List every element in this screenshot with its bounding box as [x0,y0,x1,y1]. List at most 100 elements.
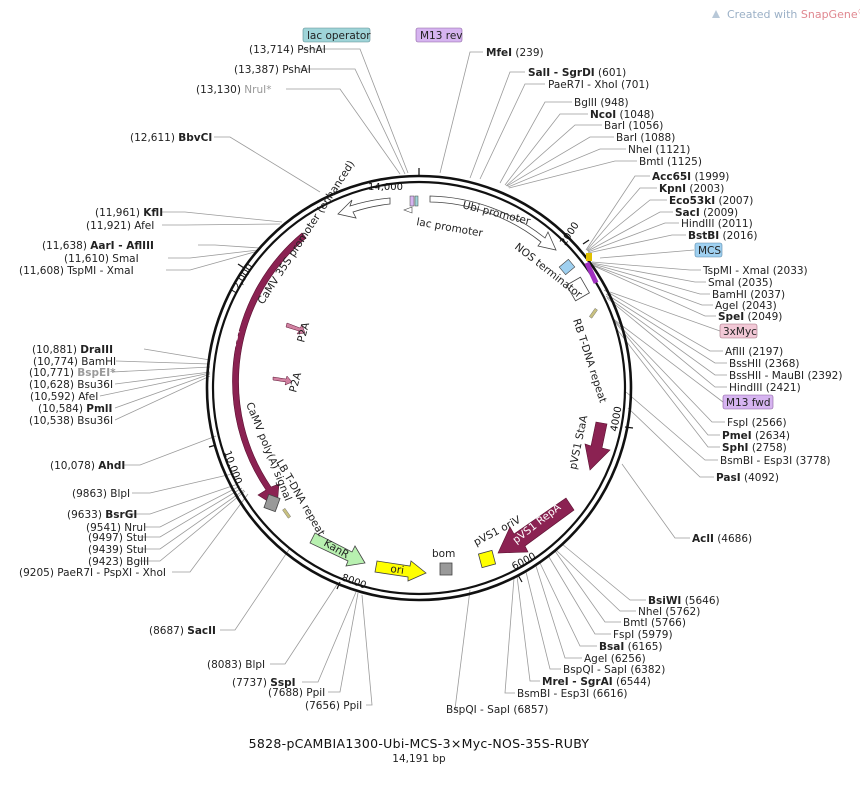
svg-text:SacI (2009): SacI (2009) [675,207,738,219]
label-rb-repeat: RB T-DNA repeat [570,317,609,404]
snapgene-logo-icon [712,10,720,18]
ori-arrow [374,560,427,582]
lac-promoter-arrow [403,206,413,214]
svg-text:BmtI (1125): BmtI (1125) [639,156,702,168]
mcs-block [586,253,592,261]
svg-text:lac operator: lac operator [307,30,371,42]
svg-text:HindIII (2421): HindIII (2421) [729,382,801,394]
label-lac-promoter: lac promoter [415,216,484,240]
svg-text:BsiWI (5646): BsiWI (5646) [648,595,720,607]
svg-text:Acc65I (1999): Acc65I (1999) [652,171,729,183]
label-kanr: KanR [322,537,351,561]
nos-terminator-region [566,276,590,302]
svg-text:(9541) NruI: (9541) NruI [86,522,146,534]
svg-text:(11,961) KflI: (11,961) KflI [95,207,163,219]
svg-text:(10,771) BspEI*: (10,771) BspEI* [29,367,116,379]
svg-text:MreI - SgrAI (6544): MreI - SgrAI (6544) [542,676,651,688]
svg-text:NheI (5762): NheI (5762) [638,606,700,618]
svg-text:(9633) BsrGI: (9633) BsrGI [67,509,137,521]
boxed-labels: lac operator M13 rev MCS 3xMyc M13 fwd [302,27,774,410]
svg-text:BstBI (2016): BstBI (2016) [688,230,757,242]
svg-text:BspQI - SapI (6382): BspQI - SapI (6382) [563,664,665,676]
svg-text:BglII (948): BglII (948) [574,97,629,109]
snapgene-watermark: Created with SnapGene® [712,8,860,21]
svg-text:AgeI (6256): AgeI (6256) [584,653,646,665]
svg-text:NheI (1121): NheI (1121) [628,144,690,156]
label-ori: ori [390,563,405,577]
svg-text:TspMI - XmaI (2033): TspMI - XmaI (2033) [702,265,808,277]
svg-text:AflII (2197): AflII (2197) [725,346,783,358]
svg-text:NcoI (1048): NcoI (1048) [590,109,654,121]
svg-text:(11,608) TspMI - XmaI: (11,608) TspMI - XmaI [19,265,134,277]
svg-text:(13,714) PshAI: (13,714) PshAI [249,44,326,56]
ruler-labels: 2000 4000 6000 8000 10,000 12,000 14,000 [221,182,624,592]
sites-right: MfeI (239) SalI - SgrDI (601) PaeR7I - X… [446,47,842,716]
p2a-arrow-2 [272,375,293,386]
svg-text:Created with SnapGene®: Created with SnapGene® [727,8,860,21]
leader-lines [99,48,727,710]
svg-text:(9497) StuI: (9497) StuI [88,532,147,544]
svg-text:(7737) SspI: (7737) SspI [232,677,296,689]
svg-text:(13,130) NruI*: (13,130) NruI* [196,84,271,96]
svg-text:Eco53kI (2007): Eco53kI (2007) [669,195,753,207]
plasmid-size: 14,191 bp [392,753,446,765]
svg-text:HindIII (2011): HindIII (2011) [681,218,753,230]
svg-text:(10,538) Bsu36I: (10,538) Bsu36I [29,415,113,427]
label-p2a-1: P2A [295,320,312,343]
svg-text:(9439) StuI: (9439) StuI [88,544,147,556]
svg-text:BssHII (2368): BssHII (2368) [729,358,800,370]
svg-text:(7688) PpiI: (7688) PpiI [268,687,325,699]
svg-text:(11,921) AfeI: (11,921) AfeI [86,220,154,232]
ruler-4000: 4000 [609,406,624,433]
nos-terminator-box [558,258,576,276]
ruby-arrow [232,232,307,508]
svg-text:FspI (2566): FspI (2566) [727,417,787,429]
svg-text:MCS: MCS [698,245,721,257]
svg-text:(8687) SacII: (8687) SacII [149,625,216,637]
svg-text:BspQI - SapI (6857): BspQI - SapI (6857) [446,704,548,716]
svg-text:AgeI (2043): AgeI (2043) [715,300,777,312]
pvs1-staa-arrow [584,421,611,471]
ubi-promoter-arrow [429,195,557,251]
lb-repeat-mark [282,508,291,519]
svg-text:BsaI (6165): BsaI (6165) [599,641,663,653]
svg-text:BamHI (2037): BamHI (2037) [712,289,785,301]
watermark-prefix: Created with [727,8,801,21]
rb-repeat-mark [589,308,598,319]
label-bom: bom [432,548,455,560]
svg-text:(10,774) BamHI: (10,774) BamHI [33,356,116,368]
ruler-10000: 10,000 [221,449,243,486]
lac-operator-tag: lac operator [302,27,371,43]
svg-text:(9863) BlpI: (9863) BlpI [72,488,130,500]
camv-polya-box [263,493,281,513]
features-on-ring [232,195,611,582]
svg-text:(11,638) AarI - AflIII: (11,638) AarI - AflIII [42,240,154,252]
watermark-reg: ® [858,8,860,16]
sites-left: (13,714) PshAI (13,387) PshAI (13,130) N… [19,44,362,712]
svg-text:SphI (2758): SphI (2758) [722,442,787,454]
label-nos-terminator: NOS terminator [512,241,584,301]
pvs1-oriv-box [477,549,497,569]
svg-text:SalI - SgrDI (601): SalI - SgrDI (601) [528,67,626,79]
svg-text:BarI (1088): BarI (1088) [616,132,675,144]
ruler-ticks [208,168,634,590]
svg-text:FspI (5979): FspI (5979) [613,629,673,641]
label-camv-35s: CaMV 35S promoter (enhanced) [255,159,357,307]
svg-text:MfeI (239): MfeI (239) [486,47,544,59]
svg-text:3xMyc: 3xMyc [723,326,757,338]
svg-text:(10,592) AfeI: (10,592) AfeI [30,391,98,403]
label-pvs1-staa: pVS1 StaA [567,414,590,471]
m13-rev-site [409,195,415,207]
svg-text:(10,078) AhdI: (10,078) AhdI [50,460,125,472]
svg-text:M13 fwd: M13 fwd [726,397,771,409]
svg-text:BssHII - MauBI (2392): BssHII - MauBI (2392) [729,370,842,382]
camv-35s-promoter-arrow [337,197,391,219]
svg-text:AclI (4686): AclI (4686) [692,533,752,545]
svg-text:BsmBI - Esp3I (6616): BsmBI - Esp3I (6616) [517,688,627,700]
lac-operator-site [414,195,419,207]
plasmid-name: 5828-pCAMBIA1300-Ubi-MCS-3×Myc-NOS-35S-R… [249,736,590,751]
svg-text:(13,387) PshAI: (13,387) PshAI [234,64,311,76]
svg-text:(9205) PaeR7I - PspXI - XhoI: (9205) PaeR7I - PspXI - XhoI [19,567,166,579]
svg-text:(10,881) DraIII: (10,881) DraIII [32,344,113,356]
